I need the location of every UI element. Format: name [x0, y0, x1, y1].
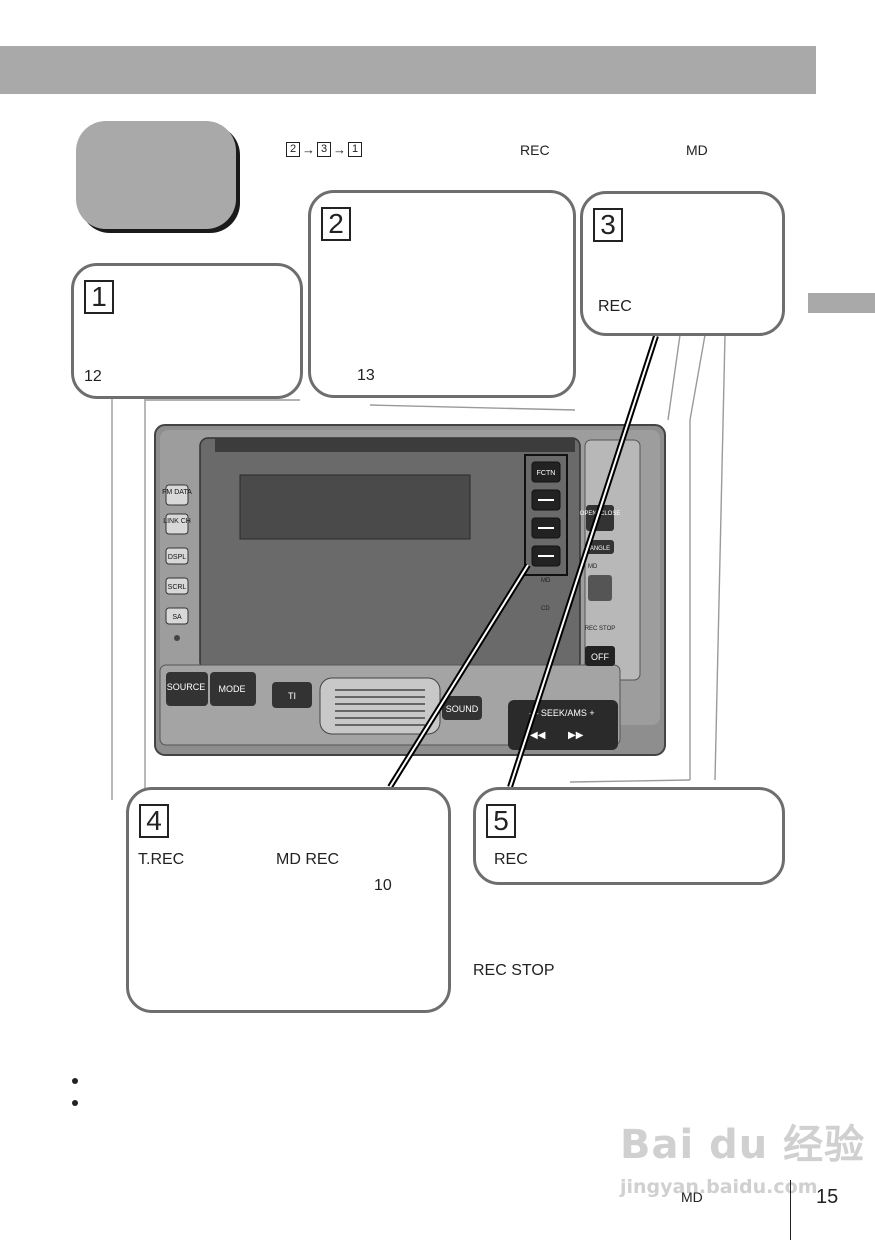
- bullet-point: [72, 1100, 78, 1106]
- mode-button-label: MODE: [219, 684, 246, 694]
- step-4-number: 4: [139, 804, 169, 838]
- baidu-watermark-url: jingyan.baidu.com: [620, 1176, 818, 1198]
- sequence-step-a: 2: [286, 142, 300, 157]
- fctn-button-label: FCTN: [537, 470, 556, 477]
- step-3-number: 3: [593, 208, 623, 242]
- step-sequence: 2 → 3 → 1: [286, 142, 362, 157]
- step-3-text: REC: [598, 298, 632, 315]
- sound-button-label: SOUND: [446, 704, 479, 714]
- scrl-button-label: SCRL: [168, 584, 187, 591]
- top-rec-label: REC: [520, 142, 550, 158]
- top-md-label: MD: [686, 142, 708, 158]
- fm-data-button-label: FM DATA: [162, 489, 192, 496]
- rec-stop-note: REC STOP: [473, 962, 555, 979]
- source-button-label: SOURCE: [167, 682, 206, 692]
- step-4-text-mdrec: MD REC: [276, 851, 340, 868]
- dspl-button-label: DSPL: [168, 554, 186, 561]
- step-1-number: 1: [84, 280, 114, 314]
- step-2-number: 2: [321, 207, 351, 241]
- step-1-box: 1 12: [71, 263, 303, 399]
- footer-md-label: MD: [681, 1189, 703, 1205]
- step-2-text: 13: [357, 367, 375, 384]
- next-track-icon: ▶▶: [568, 730, 584, 741]
- sequence-step-b: 3: [317, 142, 331, 157]
- prev-track-icon: ◀◀: [530, 730, 546, 741]
- page-number: 15: [816, 1186, 839, 1208]
- step-4-text-trec: T.REC: [138, 851, 185, 868]
- baidu-watermark: Bai du 经验: [620, 1122, 866, 1168]
- step-4-box: 4 T.REC MD REC 10: [126, 787, 451, 1013]
- cd-indicator-label: CD: [541, 606, 550, 612]
- angle-button-label: ANGLE: [590, 546, 610, 552]
- seek-ams-label: — SEEK/AMS +: [529, 708, 594, 718]
- md-slot-label: MD: [588, 564, 598, 570]
- step-2-box: 2 13: [308, 190, 576, 398]
- sequence-step-c: 1: [348, 142, 362, 157]
- step-5-box: 5 REC: [473, 787, 785, 885]
- section-title-pill: [76, 121, 236, 229]
- sa-button-label: SA: [172, 614, 182, 621]
- step-3-box: 3 REC: [580, 191, 785, 336]
- header-bar: [0, 46, 816, 94]
- bullet-point: [72, 1078, 78, 1084]
- off-button-label: OFF: [591, 652, 609, 662]
- link-ch-button-label: LINK CH: [163, 518, 191, 525]
- step-4-text-10: 10: [374, 877, 392, 894]
- step-5-number: 5: [486, 804, 516, 838]
- rec-stop-button-label: REC STOP: [585, 626, 616, 632]
- ti-button-label: TI: [288, 691, 296, 701]
- md-indicator-label: MD: [541, 578, 551, 584]
- step-1-text: 12: [84, 368, 102, 385]
- arrow-icon: →: [302, 142, 315, 157]
- arrow-icon: →: [333, 142, 346, 157]
- side-tab-marker: [808, 293, 875, 313]
- footer-divider: [790, 1180, 791, 1240]
- step-5-text: REC: [494, 851, 528, 868]
